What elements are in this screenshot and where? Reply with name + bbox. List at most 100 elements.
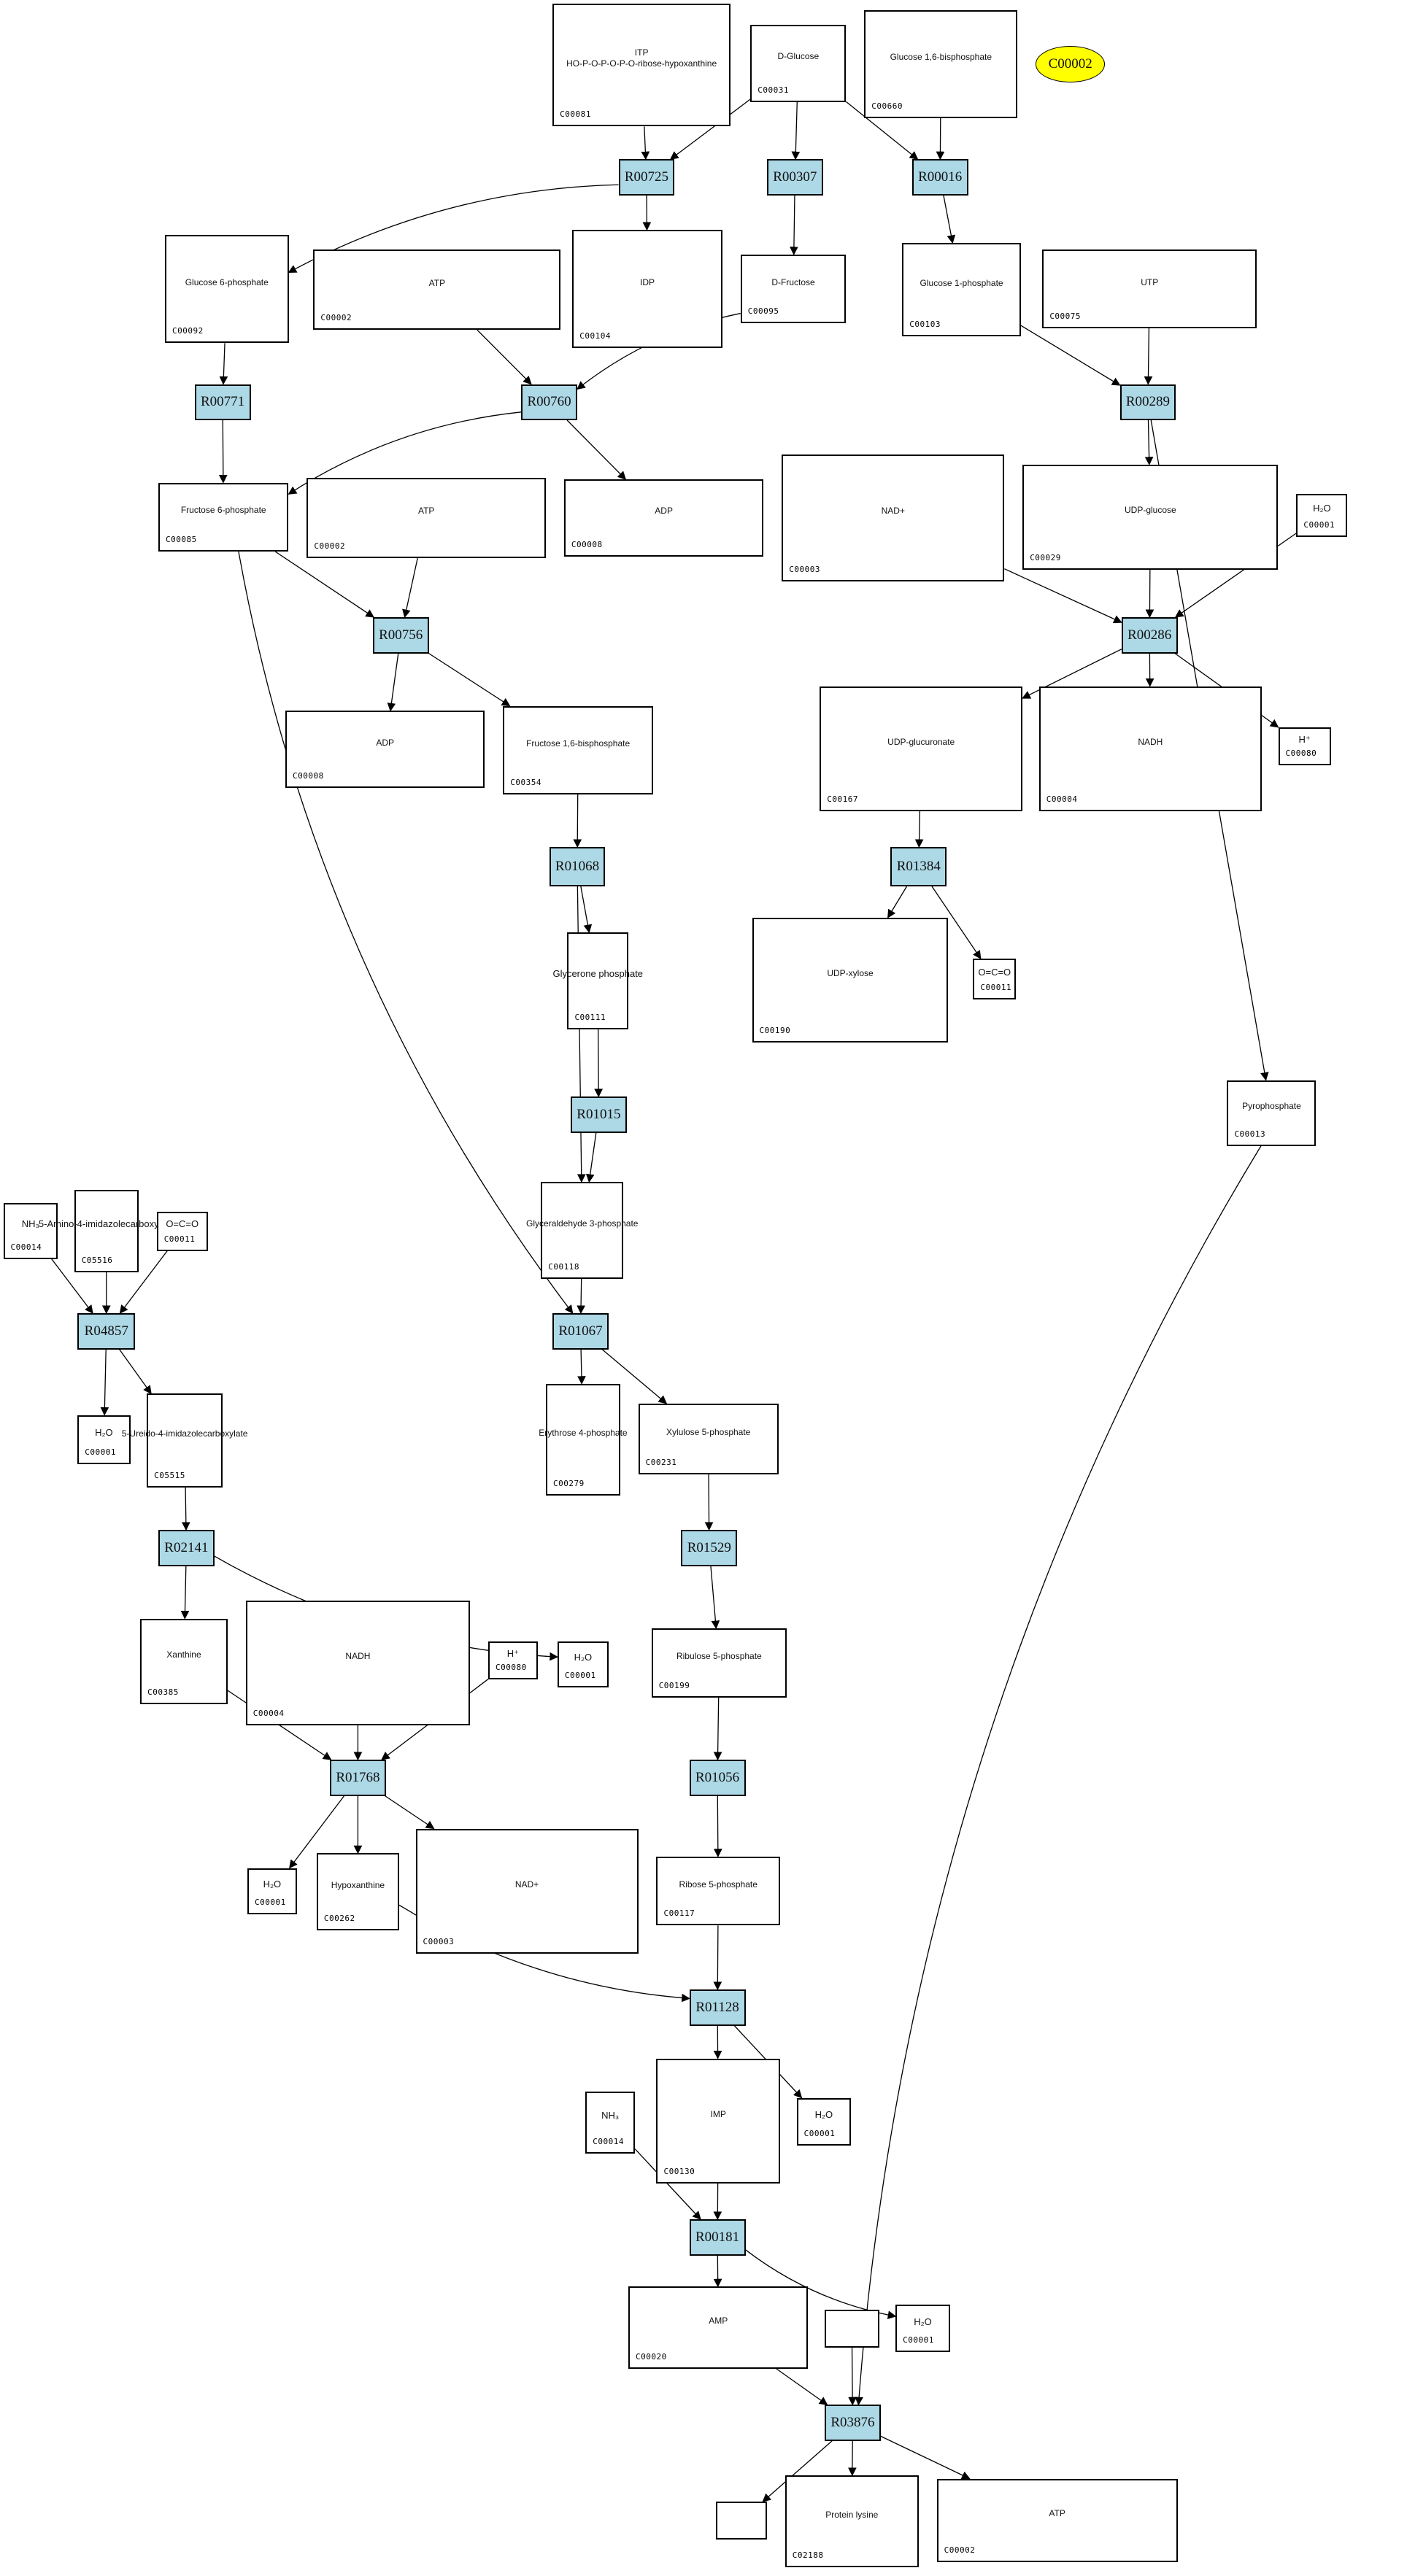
compound-node-empty[interactable]: [825, 2309, 879, 2348]
compound-node-c00080[interactable]: H⁺C00080: [1278, 727, 1331, 765]
compound-node-c00130[interactable]: IMP C00130: [656, 2058, 780, 2184]
reaction-node-r00289[interactable]: R00289: [1119, 384, 1176, 420]
reaction-node-r04857[interactable]: R04857: [77, 1313, 136, 1350]
compound-id-label: C00003: [789, 564, 820, 574]
edge-c00118-to-R01067: [577, 1278, 585, 1315]
edge-c00081-to-R00725: [641, 126, 650, 160]
edge-R02141-to-c00385: [180, 1566, 190, 1620]
edge-c00085-to-R01067: [238, 551, 574, 1314]
compound-id-label: C02188: [792, 2550, 824, 2560]
compound-id-label: C00081: [560, 109, 591, 120]
compound-id-label: C00014: [10, 1242, 42, 1252]
structure-drawing: H₂O: [574, 1652, 593, 1663]
edge-R00760-to-c00008a: [566, 419, 627, 480]
edge-R04857-to-c00001b: [100, 1349, 109, 1416]
structure-drawing: D-Glucose: [777, 51, 820, 62]
compound-id-label: C00231: [645, 1457, 677, 1467]
compound-id-label: C00001: [1303, 519, 1335, 530]
compound-node-empty[interactable]: [715, 2502, 767, 2540]
compound-node-c00003[interactable]: NAD+C00003: [782, 455, 1005, 581]
compound-id-label: C00104: [579, 331, 611, 341]
reaction-node-r01068[interactable]: R01068: [549, 847, 606, 886]
compound-id-label: C00001: [803, 2128, 836, 2138]
reaction-node-r00286[interactable]: R00286: [1121, 617, 1178, 654]
reaction-node-r00771[interactable]: R00771: [194, 384, 251, 420]
reaction-node-r01529[interactable]: R01529: [681, 1530, 738, 1566]
reaction-node-r00756[interactable]: R00756: [372, 617, 429, 654]
reaction-node-r01384[interactable]: R01384: [890, 847, 947, 886]
structure-drawing: Xanthine: [166, 1649, 201, 1660]
edge-R00760-to-c00085: [288, 411, 522, 495]
reaction-node-r01768[interactable]: R01768: [330, 1760, 386, 1796]
reaction-node-r00760[interactable]: R00760: [521, 384, 577, 420]
compound-id-label: C00002: [944, 2545, 976, 2556]
reaction-node-r01067[interactable]: R01067: [552, 1313, 609, 1350]
reaction-node-r01128[interactable]: R01128: [689, 1989, 746, 2026]
highlighted-compound-ellipse[interactable]: C00002: [1036, 46, 1106, 82]
reaction-node-r02141[interactable]: R02141: [158, 1530, 215, 1566]
compound-id-label: C00001: [255, 1897, 286, 1907]
edge-R01384-to-c00190: [887, 886, 908, 918]
edge-R03876-to-c00002c: [880, 2435, 971, 2480]
compound-node-c00003[interactable]: NAD+C00003: [415, 1828, 639, 1954]
reaction-node-r01056[interactable]: R01056: [689, 1760, 746, 1796]
reaction-node-r00725[interactable]: R00725: [618, 159, 675, 196]
reaction-node-r03876[interactable]: R03876: [825, 2405, 881, 2441]
compound-id-label: C00130: [663, 2166, 695, 2176]
compound-id-label: C00118: [548, 1261, 580, 1272]
structure-drawing: Glucose 1,6-bisphosphate: [890, 52, 992, 63]
structure-drawing: UDP-glucuronate: [887, 736, 955, 747]
reaction-node-r00307[interactable]: R00307: [766, 159, 823, 196]
edge-c00002a-to-R00760: [477, 329, 532, 385]
compound-node-c00080[interactable]: H⁺C00080: [487, 1641, 538, 1679]
reaction-node-r00016[interactable]: R00016: [911, 159, 968, 196]
reaction-node-r00181[interactable]: R00181: [689, 2219, 746, 2256]
reaction-node-r01015[interactable]: R01015: [570, 1096, 627, 1133]
compound-id-label: C00385: [147, 1687, 179, 1697]
structure-drawing: IMP: [710, 2108, 726, 2119]
